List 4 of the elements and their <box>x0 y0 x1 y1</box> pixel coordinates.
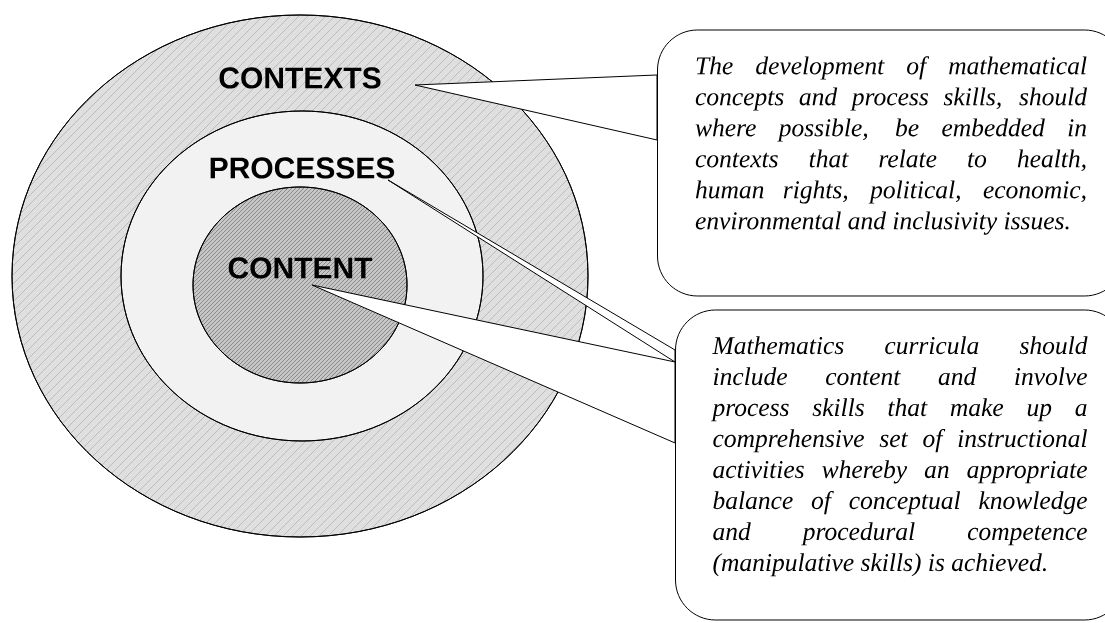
callout-box: The development of mathematical concepts and process skills, should where possible, be embedded in contexts that relate to health, human rights, political, economic, environmental and inclusivity issues. <box>657 29 1105 297</box>
callout-pointer <box>414 74 658 141</box>
callout-box: Mathematics curricula should include content and involve process skills that make up a comprehensive set of instructional activities whereby an appropriate balance of conceptual knowledge and procedural competence (manipulative skills) is achieved. <box>675 309 1105 621</box>
callout-pointer <box>387 179 676 363</box>
